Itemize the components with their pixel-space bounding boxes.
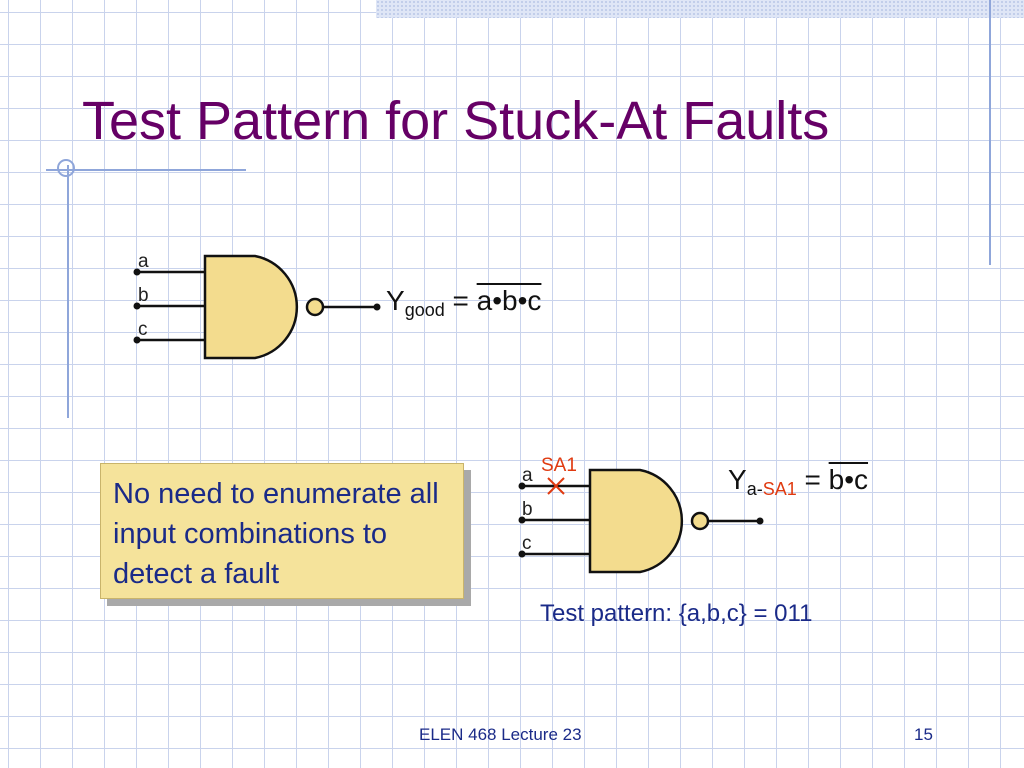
footer-page-number: 15 xyxy=(914,725,933,744)
gate-body xyxy=(588,468,684,574)
terminal-output xyxy=(373,303,381,311)
inversion-bubble xyxy=(305,297,325,317)
input-label-a: a xyxy=(522,465,533,486)
top-decorative-band xyxy=(376,0,1024,18)
terminal-output xyxy=(756,517,764,525)
input-label-b: b xyxy=(522,499,533,520)
nand-expression: b•c xyxy=(828,464,869,495)
output-subscript-fault: SA1 xyxy=(762,479,797,499)
terminal-a xyxy=(518,482,526,490)
terminal-c xyxy=(133,336,141,344)
terminal-b xyxy=(518,516,526,524)
equals-sign: = xyxy=(804,464,821,495)
callout-box: No need to enumerate all input combinati… xyxy=(100,463,464,599)
left-decorative-rule xyxy=(67,165,69,418)
faulty-nand-gate xyxy=(518,468,764,574)
output-subscript: good xyxy=(404,300,445,320)
input-label-c: c xyxy=(138,319,148,340)
slide-title: Test Pattern for Stuck-At Faults xyxy=(82,91,830,151)
fault-label: SA1 xyxy=(541,455,577,476)
gate-body xyxy=(203,254,299,360)
equals-sign: = xyxy=(452,285,469,316)
output-symbol: Y xyxy=(728,464,747,495)
input-label-b: b xyxy=(138,285,149,306)
test-pattern-text: Test pattern: {a,b,c} = 011 xyxy=(540,600,813,627)
output-symbol: Y xyxy=(386,285,405,316)
good-nand-gate xyxy=(133,254,381,360)
good-output-expression: Ygood = a•b•c xyxy=(386,285,542,320)
inversion-bubble xyxy=(690,511,710,531)
input-label-a: a xyxy=(138,251,149,272)
title-rule-circle xyxy=(57,159,75,177)
input-label-c: c xyxy=(522,533,532,554)
output-subscript-prefix: a- xyxy=(746,479,763,499)
right-decorative-rule xyxy=(989,0,991,265)
nand-expression: a•b•c xyxy=(476,285,542,316)
title-underline-rule xyxy=(46,169,246,171)
footer-lecture-label: ELEN 468 Lecture 23 xyxy=(419,725,582,744)
terminal-c xyxy=(518,550,526,558)
fault-cross-mark xyxy=(547,477,565,495)
faulty-output-expression: Ya-SA1 = b•c xyxy=(728,464,869,499)
terminal-b xyxy=(133,302,141,310)
terminal-a xyxy=(133,268,141,276)
